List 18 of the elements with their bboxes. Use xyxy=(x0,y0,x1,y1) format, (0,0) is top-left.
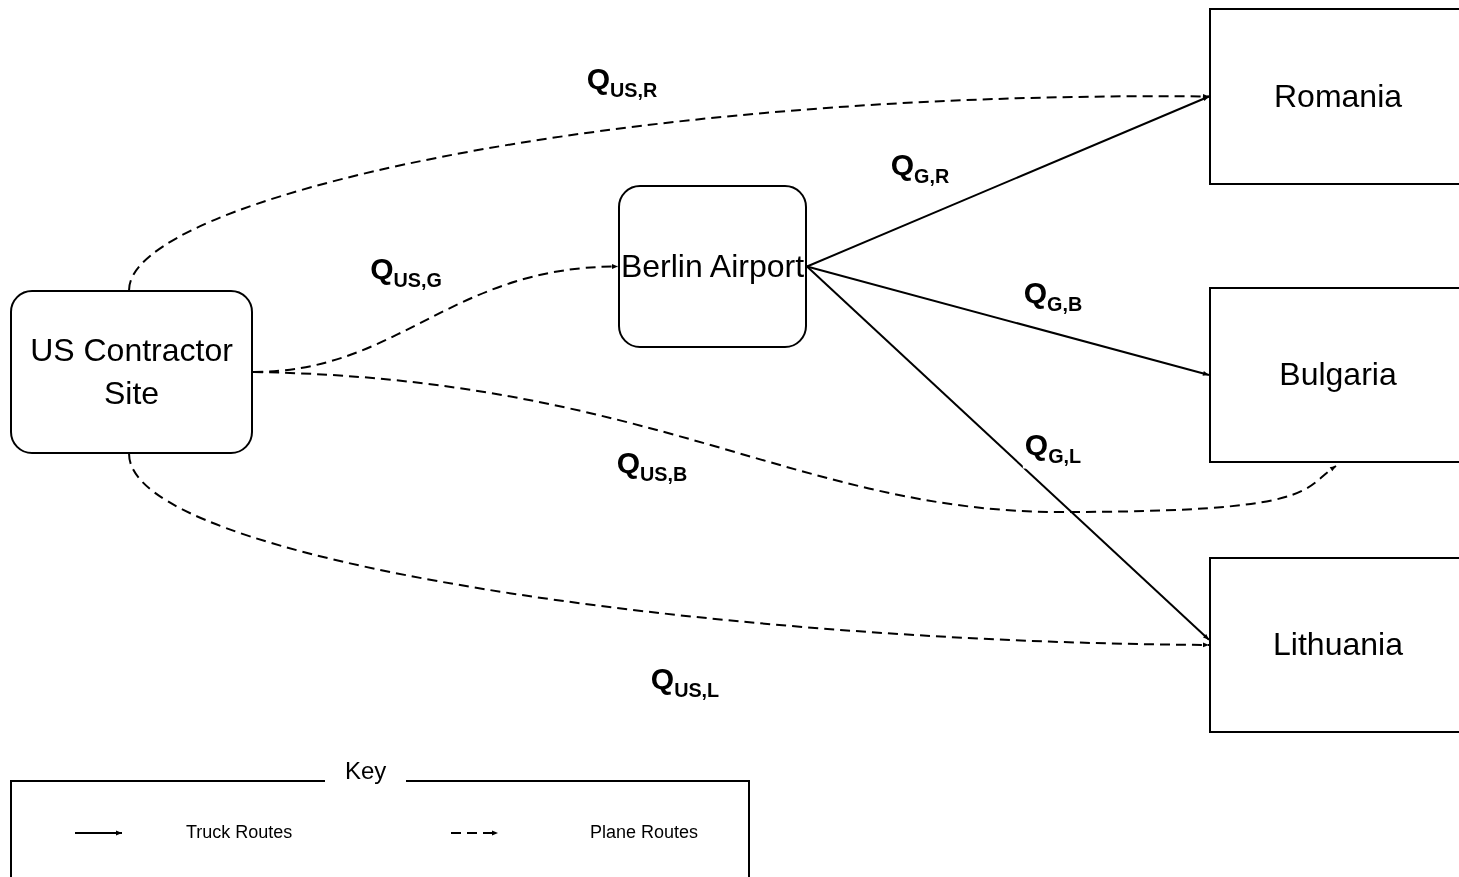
box xyxy=(1209,287,1459,463)
node-label: Bulgaria xyxy=(1279,355,1397,395)
arrow xyxy=(806,265,1210,376)
box xyxy=(1209,557,1459,733)
arrow xyxy=(806,95,1210,268)
legend-label: Truck Routes xyxy=(186,822,293,843)
dashed-arrow xyxy=(128,94,1210,291)
node-label: Berlin Airport xyxy=(620,246,805,286)
node-label: Romania xyxy=(1273,76,1403,116)
legend-label: Plane Routes xyxy=(590,822,699,843)
rounded-box xyxy=(10,290,253,454)
dashed-arrow xyxy=(128,453,1210,648)
node-label: US Contractor Site xyxy=(29,330,234,413)
arrow xyxy=(806,265,1210,641)
node-label: Lithuania xyxy=(1273,625,1403,665)
rounded-box xyxy=(618,185,807,348)
dashed-arrow xyxy=(252,371,1337,513)
box xyxy=(1209,8,1459,185)
